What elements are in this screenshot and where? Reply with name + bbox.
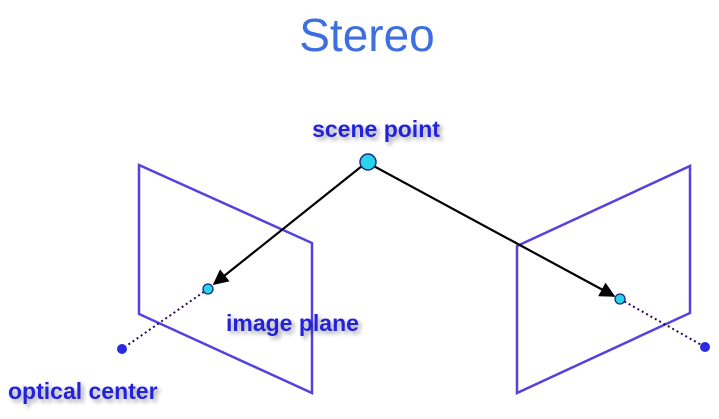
right-dotted-ray <box>619 298 706 348</box>
left-image-point <box>202 283 214 295</box>
right-image-point <box>614 293 626 305</box>
diagram-title: Stereo <box>299 9 435 61</box>
right-image-plane <box>515 164 692 395</box>
image-plane-label: image plane <box>226 310 359 336</box>
right-optical-center <box>700 342 710 352</box>
scene-point-label: scene point <box>312 116 440 142</box>
left-optical-center <box>117 344 127 354</box>
right-projection-ray <box>369 163 616 297</box>
optical-center-label: optical center <box>8 378 158 404</box>
left-image-plane <box>137 163 314 395</box>
scene-point-marker <box>359 153 377 171</box>
left-projection-ray <box>212 161 368 285</box>
